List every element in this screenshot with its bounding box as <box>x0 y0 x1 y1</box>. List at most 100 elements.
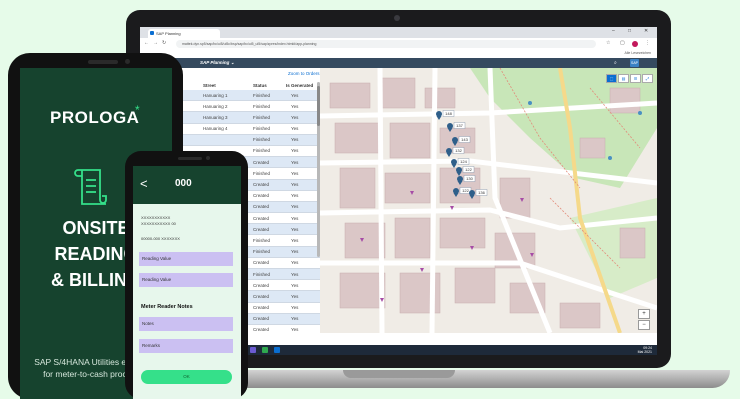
webcam <box>394 15 400 21</box>
footpaths <box>499 68 641 269</box>
forward-arrow-icon[interactable]: → <box>153 40 158 46</box>
cell-status: Created <box>253 215 270 221</box>
zoom-in-button[interactable]: + <box>638 309 650 319</box>
order-marker[interactable]: 143 <box>452 136 471 147</box>
map-pin-icon <box>452 137 458 143</box>
reading-value-field-1[interactable]: Reading Value <box>139 252 233 266</box>
tab-title: SAP Planning <box>156 31 181 36</box>
minimize-icon[interactable]: – <box>612 28 615 34</box>
teams-icon[interactable] <box>250 347 256 353</box>
order-marker[interactable]: 122 <box>453 187 472 198</box>
map-select-tool[interactable]: ⬚ <box>606 74 617 83</box>
order-marker[interactable]: 130 <box>457 175 476 186</box>
map-layer-tool[interactable]: ▤ <box>618 74 629 83</box>
order-marker[interactable]: 137 <box>447 122 466 133</box>
prologa-logo: PROLOGA <box>50 108 140 127</box>
column-header-status[interactable]: Status <box>253 83 267 88</box>
excel-icon[interactable] <box>262 347 268 353</box>
cell-is-generated: Yes <box>291 148 299 154</box>
back-chevron-icon[interactable]: < <box>140 176 148 191</box>
address-bar[interactable]: mattek.dyn.sp5/sap/bc/ui5/ui5c/bsp/sap/b… <box>176 40 596 48</box>
cell-status: Created <box>253 327 270 333</box>
list-scrollbar-thumb[interactable] <box>317 86 320 126</box>
cell-is-generated: Yes <box>291 170 299 176</box>
cell-status: Finished <box>253 170 271 176</box>
cell-status: Finished <box>253 148 271 154</box>
remarks-field[interactable]: Remarks <box>139 339 233 353</box>
order-marker[interactable]: 136 <box>469 189 488 200</box>
reading-value-field-2[interactable]: Reading Value <box>139 273 233 287</box>
main-road <box>558 68 622 333</box>
order-marker-label: 148 <box>445 111 452 116</box>
cell-is-generated: Yes <box>291 114 299 120</box>
cell-is-generated: Yes <box>291 92 299 98</box>
order-marker-label: 124 <box>460 159 467 164</box>
phone-right-camera <box>206 156 210 160</box>
cell-status: Created <box>253 260 270 266</box>
map-legend-tool[interactable]: ☰ <box>630 74 641 83</box>
zoom-out-button[interactable]: − <box>638 320 650 330</box>
meter-reader-notes-heading: Meter Reader Notes <box>141 304 193 310</box>
column-header-is-generated[interactable]: Is Generated <box>286 83 314 88</box>
maximize-icon[interactable]: □ <box>628 28 632 34</box>
bookmark-star-icon[interactable]: ☆ <box>606 40 611 46</box>
cell-is-generated: Yes <box>291 126 299 132</box>
bookmarks-folder[interactable]: Alle Lesezeichen <box>624 51 651 55</box>
app-header-bar <box>133 166 241 204</box>
extensions-icon[interactable]: ▢ <box>620 40 625 46</box>
back-arrow-icon[interactable]: ← <box>144 40 149 46</box>
order-marker[interactable]: 124 <box>451 158 470 169</box>
cell-is-generated: Yes <box>291 305 299 311</box>
reload-icon[interactable]: ↻ <box>162 40 167 46</box>
word-icon[interactable] <box>274 347 280 353</box>
map-pin-icon <box>446 148 452 154</box>
map-pin-icon <box>451 159 457 165</box>
ok-button[interactable]: OK <box>141 370 232 384</box>
subtitle-line-1: SAP S/4HANA Utilities extension <box>34 357 158 367</box>
order-marker[interactable]: 122 <box>456 166 475 177</box>
zoom-to-orders-link[interactable]: Zoom to Orders <box>288 71 320 76</box>
app-title[interactable]: SAP Planning ⌄ <box>200 60 235 65</box>
map-pin-icon <box>469 190 475 196</box>
order-marker[interactable]: 148 <box>436 110 455 121</box>
cell-street: Hanuaring 2 <box>203 103 228 109</box>
cell-status: Created <box>253 293 270 299</box>
notes-field[interactable]: Notes <box>139 317 233 331</box>
meter-title: 000 <box>175 178 192 189</box>
cell-status: Created <box>253 182 270 187</box>
menu-kebab-icon[interactable]: ⋮ <box>645 40 650 46</box>
profile-avatar[interactable] <box>632 41 638 47</box>
cell-status: Created <box>253 159 270 165</box>
map-fullscreen-tool[interactable]: ⤢ <box>642 74 653 83</box>
poi-markers <box>360 191 534 302</box>
cell-is-generated: Yes <box>291 137 299 143</box>
cell-is-generated: Yes <box>291 193 299 199</box>
close-icon[interactable]: ✕ <box>644 28 649 34</box>
order-marker-label: 137 <box>456 123 463 128</box>
buildings <box>329 77 646 329</box>
cell-is-generated: Yes <box>291 316 299 322</box>
order-marker-label: 122 <box>462 188 469 193</box>
taskbar-clock[interactable]: 09:24 Mai 2021 <box>638 346 652 354</box>
order-marker[interactable]: 132 <box>446 147 465 158</box>
order-marker-label: 136 <box>478 190 485 195</box>
map-pin-icon <box>436 111 442 117</box>
search-icon[interactable]: ⌕ <box>614 60 617 66</box>
list-scrollbar[interactable] <box>317 82 320 257</box>
cell-status: Finished <box>253 103 271 109</box>
column-header-street[interactable]: Street <box>203 83 216 88</box>
laptop-notch <box>343 370 455 378</box>
cell-is-generated: Yes <box>291 226 299 232</box>
browser-tab[interactable]: SAP Planning <box>148 29 220 38</box>
user-avatar[interactable]: SAP <box>630 59 639 67</box>
clock-date: Mai 2021 <box>637 350 652 354</box>
